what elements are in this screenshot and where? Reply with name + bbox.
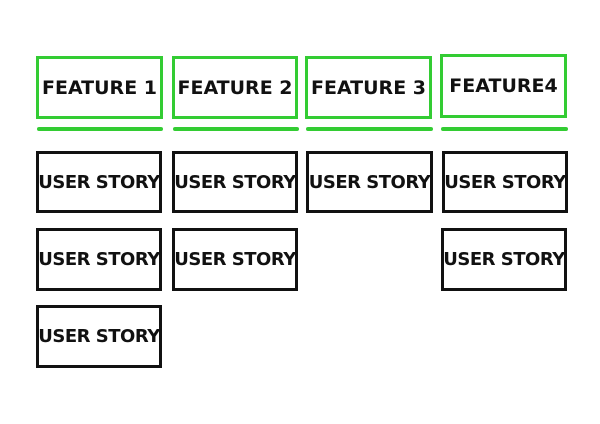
feature-3-label: FEATURE 3 (310, 76, 427, 99)
user-story-label: USER STORY (443, 249, 565, 270)
feature-4-underline (441, 127, 568, 131)
user-story-label: USER STORY (38, 326, 160, 347)
feature-1-underline (37, 127, 163, 131)
user-story-card: USER STORY (36, 151, 162, 213)
user-story-card: USER STORY (36, 305, 162, 368)
user-story-label: USER STORY (38, 249, 160, 270)
user-story-card: USER STORY (172, 228, 298, 291)
user-story-label: USER STORY (38, 171, 160, 193)
user-story-card: USER STORY (36, 228, 162, 291)
user-story-label: USER STORY (444, 171, 566, 193)
feature-1-box: FEATURE 1 (36, 56, 163, 119)
user-story-label: USER STORY (174, 249, 296, 270)
feature-4-box: FEATURE4 (440, 54, 567, 118)
user-story-card: USER STORY (172, 151, 298, 213)
feature-2-box: FEATURE 2 (172, 56, 298, 119)
user-story-card: USER STORY (306, 151, 433, 213)
user-story-label: USER STORY (174, 171, 296, 193)
feature-1-label: FEATURE 1 (41, 76, 158, 99)
feature-4-label: FEATURE4 (449, 75, 558, 97)
feature-3-underline (306, 127, 433, 131)
feature-2-label: FEATURE 2 (177, 76, 293, 99)
user-story-label: USER STORY (308, 171, 431, 193)
feature-3-box: FEATURE 3 (305, 56, 432, 119)
user-story-card: USER STORY (441, 228, 567, 291)
feature-2-underline (173, 127, 299, 131)
user-story-card: USER STORY (442, 151, 568, 213)
